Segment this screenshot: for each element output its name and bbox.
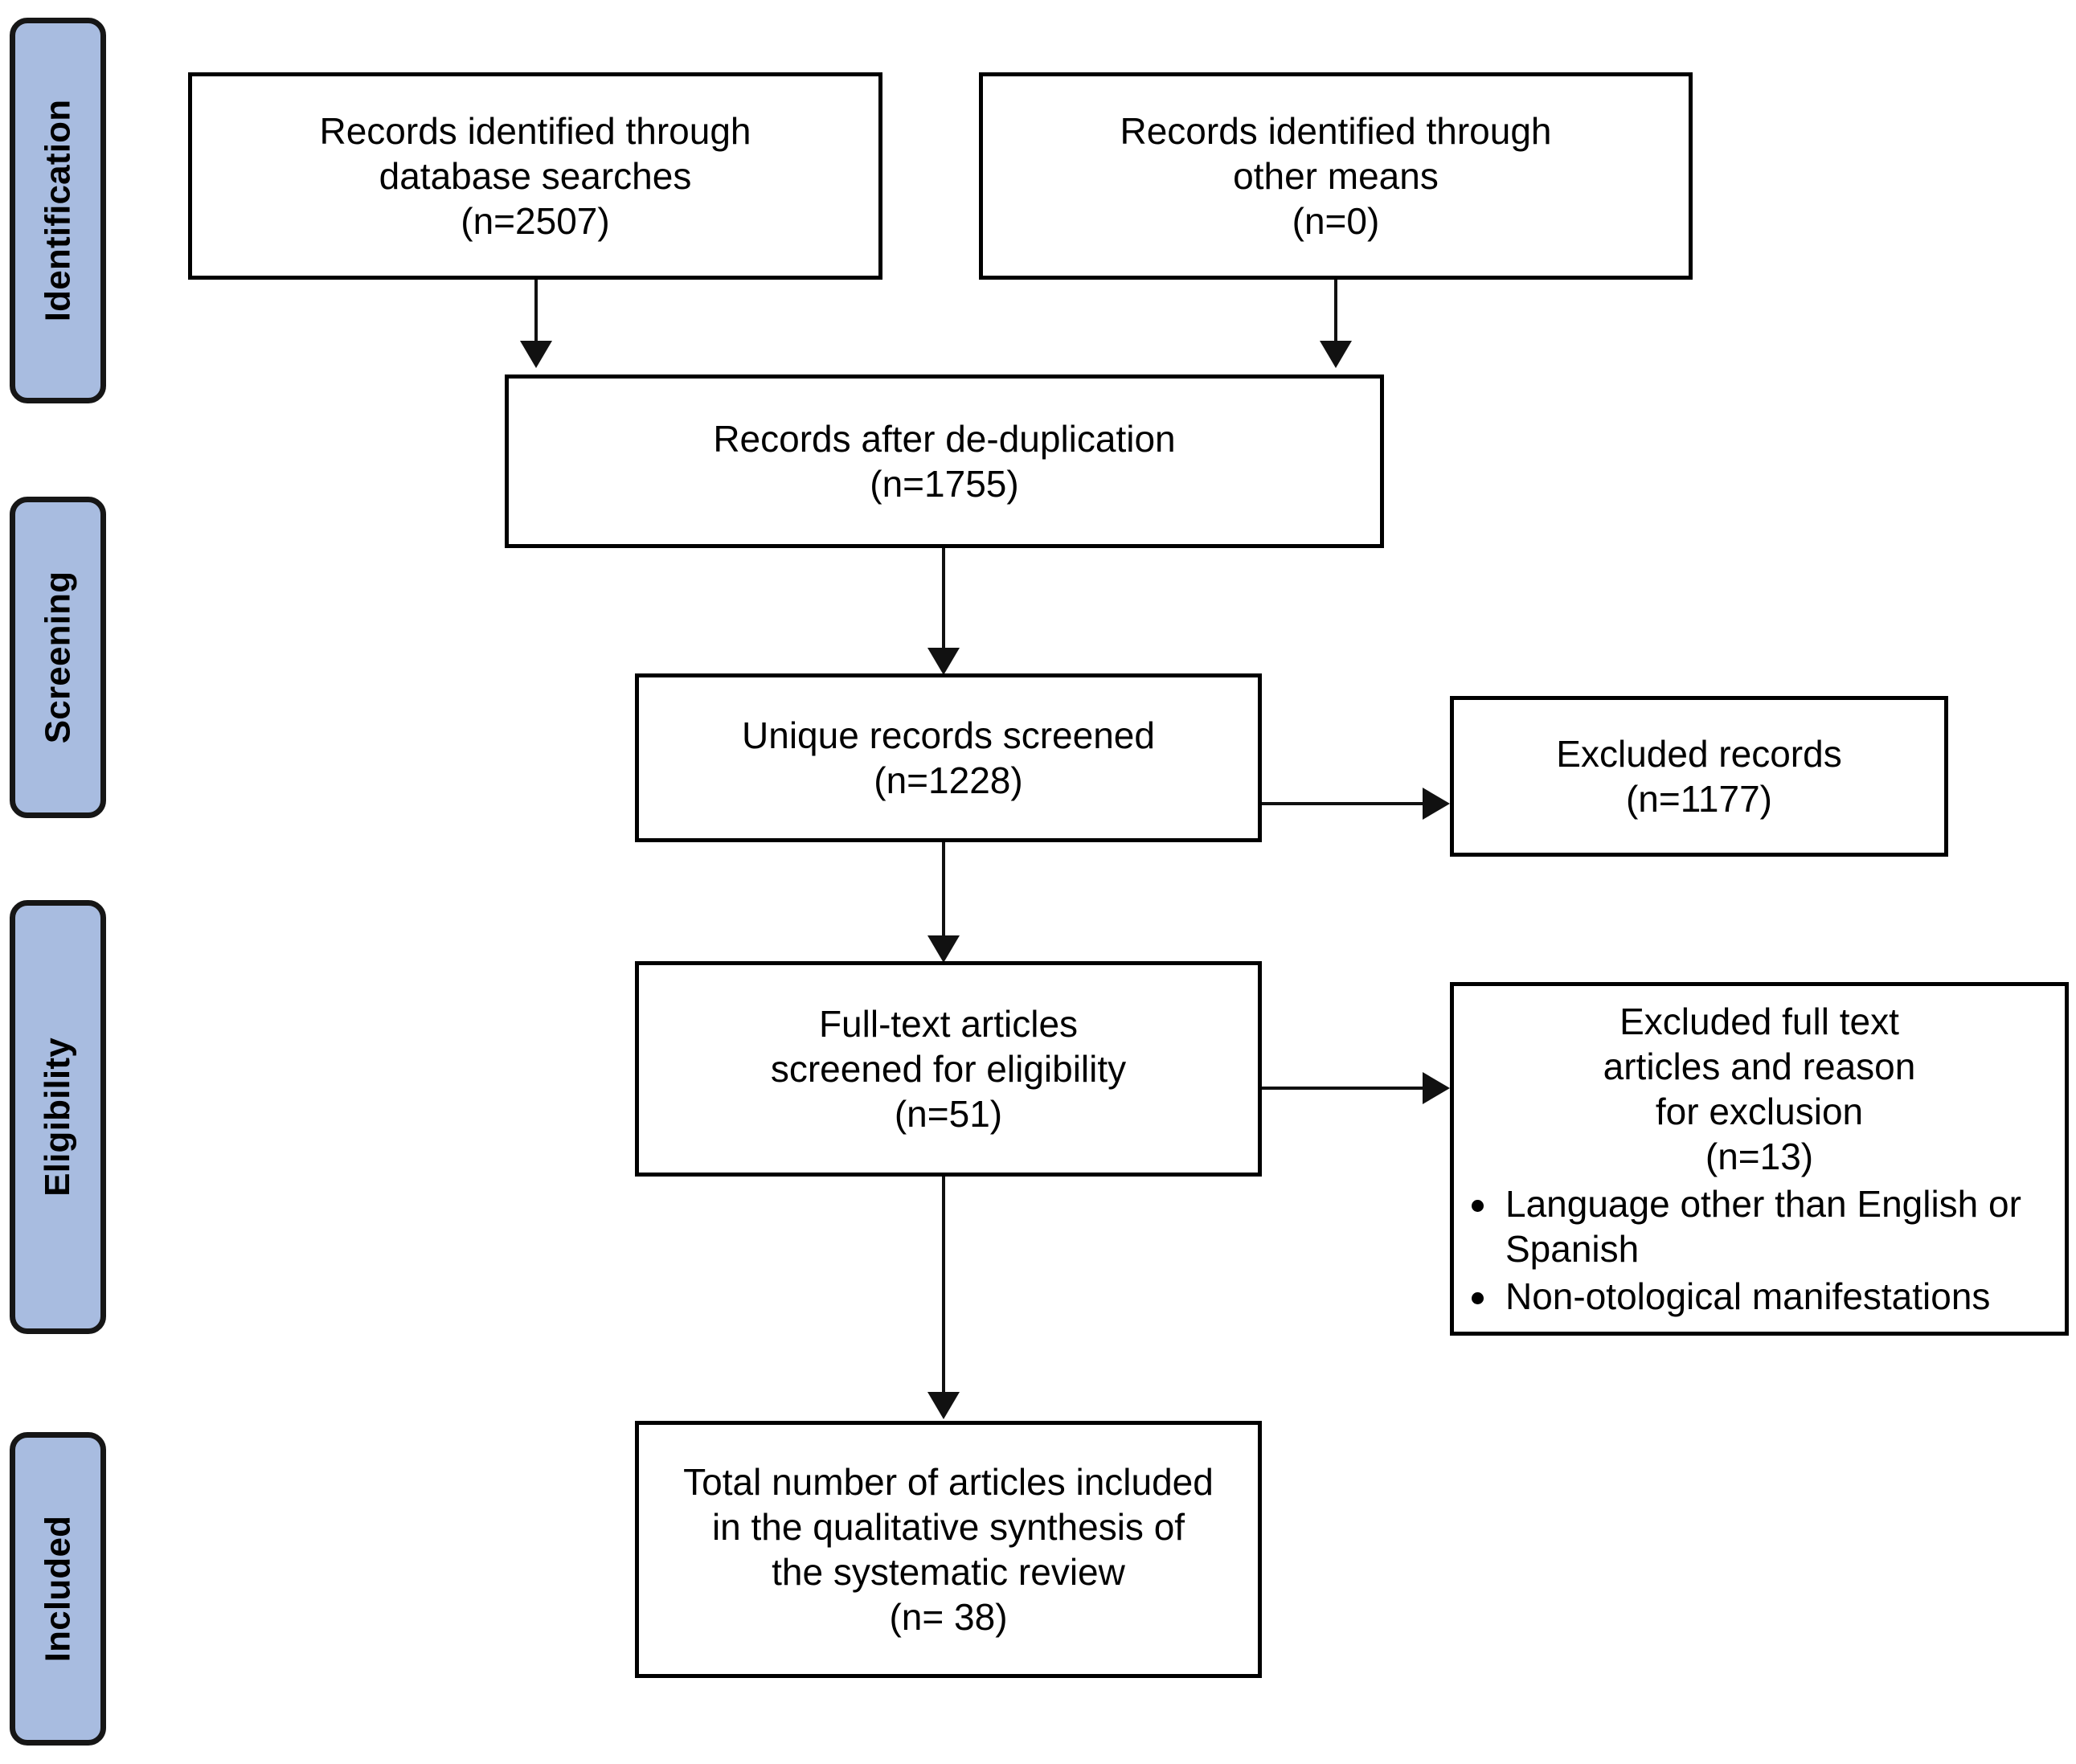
connector-database-to-dedup-arrow — [520, 341, 552, 368]
box-records-database-text: Records identified through database sear… — [319, 109, 751, 243]
connector-fulltext-to-included-line — [942, 1177, 945, 1395]
stage-label-eligibility: Eligibility — [10, 900, 106, 1334]
stage-label-identification: Identification — [10, 18, 106, 403]
connector-fulltext-to-excluded-line — [1262, 1087, 1426, 1090]
stage-label-included-text: Included — [38, 1515, 77, 1663]
box-records-excluded-text: Excluded records (n=1177) — [1556, 732, 1842, 820]
connector-screened-to-excluded-arrow — [1423, 788, 1450, 820]
box-records-other-text: Records identified through other means (… — [1120, 109, 1552, 243]
connector-dedup-to-screened-line — [942, 548, 945, 651]
box-fulltext-excluded-text: Excluded full text articles and reason f… — [1603, 1001, 1916, 1178]
connector-other-to-dedup-line — [1334, 280, 1337, 342]
connector-screened-to-fulltext-line — [942, 842, 945, 939]
box-records-screened-text: Unique records screened (n=1228) — [742, 714, 1155, 801]
box-records-dedup: Records after de-duplication (n=1755) — [505, 374, 1384, 548]
connector-dedup-to-screened-arrow — [927, 648, 960, 675]
exclusion-reason-item: Non-otological manifestations — [1472, 1275, 2050, 1319]
stage-label-screening: Screening — [10, 497, 106, 818]
box-total-included-text: Total number of articles included in the… — [683, 1460, 1214, 1639]
box-records-database: Records identified through database sear… — [188, 72, 882, 280]
box-records-excluded: Excluded records (n=1177) — [1450, 696, 1948, 857]
stage-label-included: Included — [10, 1432, 106, 1746]
connector-screened-to-fulltext-arrow — [927, 935, 960, 963]
box-records-dedup-text: Records after de-duplication (n=1755) — [713, 417, 1176, 505]
box-records-screened: Unique records screened (n=1228) — [635, 673, 1262, 842]
exclusion-reason-list: Language other than English or Spanish N… — [1454, 1179, 2065, 1319]
connector-fulltext-to-included-arrow — [927, 1392, 960, 1419]
connector-other-to-dedup-arrow — [1320, 341, 1352, 368]
box-records-other: Records identified through other means (… — [979, 72, 1693, 280]
box-total-included: Total number of articles included in the… — [635, 1421, 1262, 1678]
stage-label-identification-text: Identification — [38, 99, 78, 322]
connector-screened-to-excluded-line — [1262, 802, 1426, 805]
box-fulltext-excluded: Excluded full text articles and reason f… — [1450, 982, 2069, 1336]
connector-fulltext-to-excluded-arrow — [1423, 1072, 1450, 1104]
exclusion-reason-item: Language other than English or Spanish — [1472, 1182, 2050, 1271]
box-fulltext-screened-text: Full-text articles screened for eligibil… — [770, 1002, 1127, 1136]
connector-database-to-dedup-line — [534, 280, 538, 342]
box-fulltext-screened: Full-text articles screened for eligibil… — [635, 961, 1262, 1177]
stage-label-screening-text: Screening — [38, 571, 78, 744]
stage-label-eligibility-text: Eligibility — [38, 1038, 77, 1197]
